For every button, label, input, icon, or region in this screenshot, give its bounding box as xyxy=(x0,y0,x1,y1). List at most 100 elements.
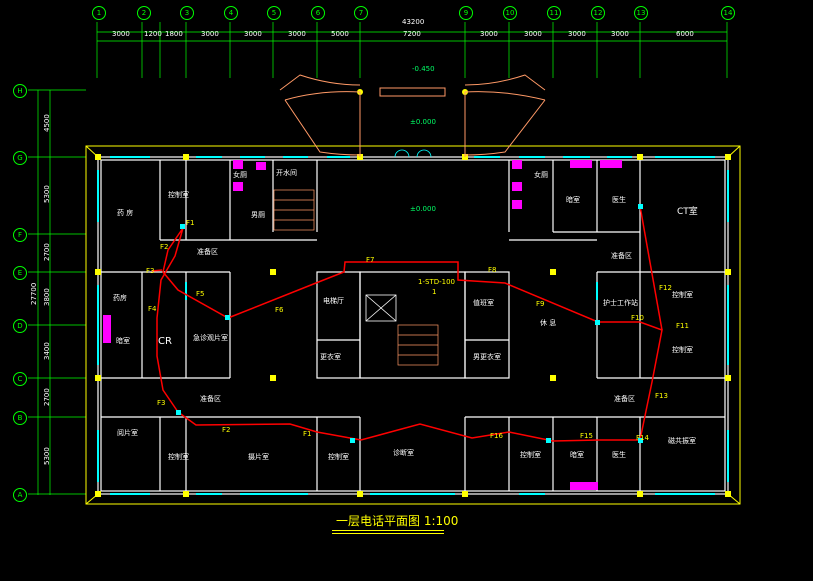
room-label: 控制室 xyxy=(520,451,541,459)
room-label: 急诊观片室 xyxy=(193,334,228,342)
phone-label: F11 xyxy=(676,322,689,330)
total-width: 43200 xyxy=(402,18,425,26)
dim-col-13: 6000 xyxy=(676,30,694,38)
dim-row-7: 5300 xyxy=(43,447,51,465)
axis-bubble-6: 6 xyxy=(311,6,325,20)
drawing-title: 一层电话平面图 1:100 xyxy=(336,514,459,528)
room-label: 诊断室 xyxy=(393,449,414,457)
title-underline xyxy=(332,530,444,531)
phone-label: F9 xyxy=(536,300,545,308)
entrance-canopy xyxy=(279,74,546,157)
axis-bubble-H: H xyxy=(13,84,27,98)
phone-label: F14 xyxy=(636,434,649,442)
dim-row-5: 3400 xyxy=(43,342,51,360)
elevation-outside: -0.450 xyxy=(412,65,435,73)
phone-outlets xyxy=(176,204,643,443)
room-label: 准备区 xyxy=(611,252,632,260)
top-dimension-lines xyxy=(96,22,728,78)
elevation-canopy: ±0.000 xyxy=(410,118,436,126)
axis-bubble-D: D xyxy=(13,319,27,333)
room-label: 男更衣室 xyxy=(473,353,501,361)
axis-bubble-3: 3 xyxy=(180,6,194,20)
phone-label: F3 xyxy=(157,399,166,407)
dim-col-2: 1200 xyxy=(144,30,162,38)
room-label: 准备区 xyxy=(200,395,221,403)
axis-bubble-1: 1 xyxy=(92,6,106,20)
elevators xyxy=(365,294,397,322)
left-dimension-lines xyxy=(28,89,86,495)
dim-col-8: 7200 xyxy=(403,30,421,38)
phone-label: F3 xyxy=(146,267,155,275)
windows xyxy=(97,156,729,495)
axis-bubble-A: A xyxy=(13,488,27,502)
dim-col-5: 3000 xyxy=(244,30,262,38)
axis-bubble-F: F xyxy=(13,228,27,242)
room-label: 控制室 xyxy=(672,346,693,354)
panel-label: 1-STD-100 xyxy=(418,278,455,286)
dim-col-11: 3000 xyxy=(568,30,586,38)
elevation-hall: ±0.000 xyxy=(410,205,436,213)
dim-col-6: 3000 xyxy=(288,30,306,38)
axis-bubble-14: 14 xyxy=(721,6,735,20)
axis-bubble-2: 2 xyxy=(137,6,151,20)
room-label: 控制室 xyxy=(168,191,189,199)
dim-row-3: 2700 xyxy=(43,243,51,261)
total-height: 27700 xyxy=(30,282,38,305)
phone-label: F7 xyxy=(366,256,375,264)
room-label: 准备区 xyxy=(197,248,218,256)
phone-label: F13 xyxy=(655,392,668,400)
title-underline xyxy=(332,533,444,534)
phone-label: F2 xyxy=(222,426,231,434)
room-label: 控制室 xyxy=(168,453,189,461)
phone-label: F4 xyxy=(148,305,157,313)
dim-col-9: 3000 xyxy=(480,30,498,38)
room-label: 药房 xyxy=(113,294,127,302)
room-label: 医生 xyxy=(612,451,626,459)
axis-bubble-5: 5 xyxy=(267,6,281,20)
room-label: CT室 xyxy=(677,207,698,217)
phone-label: F6 xyxy=(275,306,284,314)
dim-col-7: 5000 xyxy=(331,30,349,38)
entrance-doors xyxy=(394,149,432,158)
room-label: 电梯厅 xyxy=(323,297,344,305)
dim-col-3: 1800 xyxy=(165,30,183,38)
room-label: 护士工作站 xyxy=(603,299,638,307)
phone-label: F15 xyxy=(580,432,593,440)
phone-label: F2 xyxy=(160,243,169,251)
axis-bubble-E: E xyxy=(13,266,27,280)
axis-bubble-4: 4 xyxy=(224,6,238,20)
room-label: 暗室 xyxy=(566,196,580,204)
dim-col-4: 3000 xyxy=(201,30,219,38)
axis-bubble-11: 11 xyxy=(547,6,561,20)
phone-label: F1 xyxy=(186,219,195,227)
axis-bubble-G: G xyxy=(13,151,27,165)
room-label: 暗室 xyxy=(570,451,584,459)
dim-row-2: 5300 xyxy=(43,185,51,203)
phone-label: F16 xyxy=(490,432,503,440)
dim-row-1: 4500 xyxy=(43,114,51,132)
room-label: 摄片室 xyxy=(248,453,269,461)
room-label: 控制室 xyxy=(672,291,693,299)
room-label: 开水间 xyxy=(276,169,297,177)
phone-label: F8 xyxy=(488,266,497,274)
phone-label: F10 xyxy=(631,314,644,322)
room-label: 女厕 xyxy=(233,171,247,179)
room-label: 控制室 xyxy=(328,453,349,461)
room-label: 休 息 xyxy=(540,319,557,327)
phone-wiring xyxy=(151,205,663,442)
room-label: 更衣室 xyxy=(320,353,341,361)
room-label: 医生 xyxy=(612,196,626,204)
axis-bubble-9: 9 xyxy=(459,6,473,20)
axis-bubble-B: B xyxy=(13,411,27,425)
axis-bubble-10: 10 xyxy=(503,6,517,20)
dim-col-12: 3000 xyxy=(611,30,629,38)
room-label: 药 房 xyxy=(117,209,134,217)
dim-row-4: 3800 xyxy=(43,288,51,306)
room-label: 暗室 xyxy=(116,337,130,345)
axis-bubble-C: C xyxy=(13,372,27,386)
stairs xyxy=(273,189,439,366)
phone-label: F12 xyxy=(659,284,672,292)
axis-bubble-12: 12 xyxy=(591,6,605,20)
room-label: 女厕 xyxy=(534,171,548,179)
